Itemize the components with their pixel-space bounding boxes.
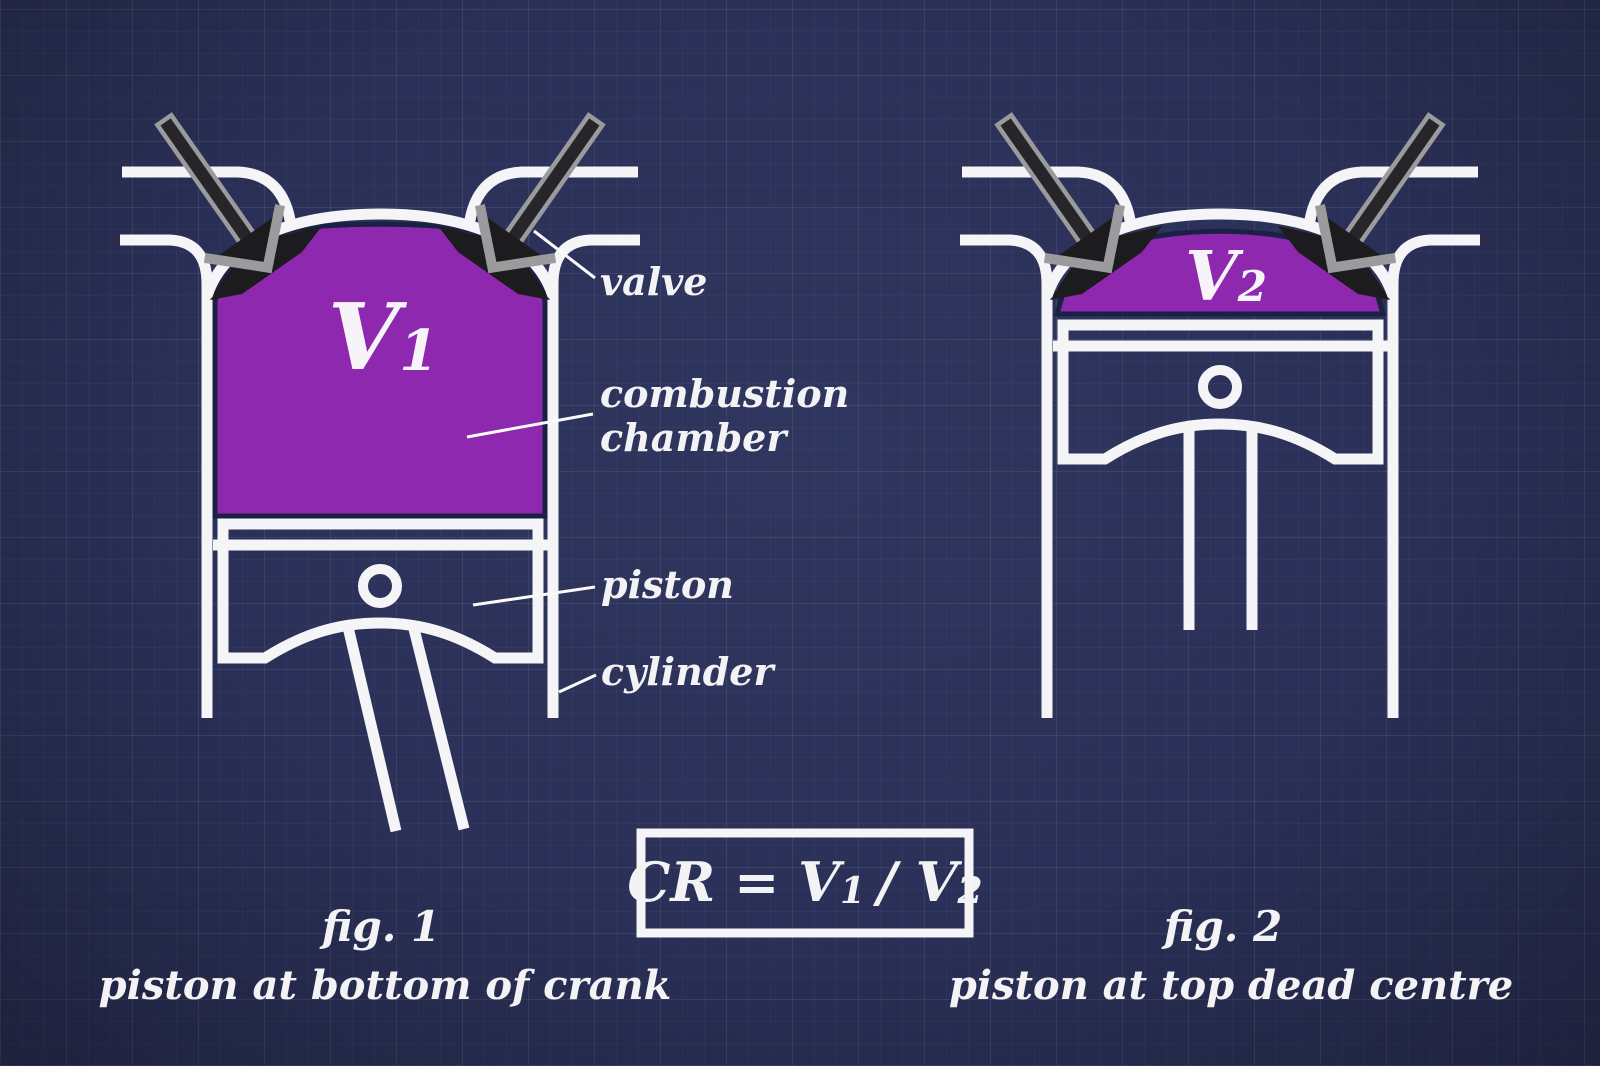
combustion-chamber-label-line1: combustion xyxy=(600,371,849,416)
fig1-diagram: V1 fig. 1 piston at bottom of crank xyxy=(99,94,672,1009)
piston-leader-line xyxy=(472,585,596,607)
fig1-caption-subtitle: piston at bottom of crank xyxy=(99,962,672,1009)
fig1-connecting-rod-right-edge xyxy=(408,627,470,831)
fig1-piston xyxy=(213,524,548,658)
valve-leader-line xyxy=(533,229,596,280)
v2-label: V2 xyxy=(1185,237,1267,317)
cylinder-label: cylinder xyxy=(601,649,776,694)
formula-box: CR = V1/ V2 xyxy=(627,828,983,938)
fig2-piston xyxy=(1053,325,1388,459)
piston-label: piston xyxy=(601,562,734,607)
annotation-layer: valve combustion chamber piston cylinder xyxy=(466,229,849,694)
fig1-caption-title: fig. 1 xyxy=(319,902,440,951)
combustion-chamber-leader-line xyxy=(466,412,594,439)
fig1-connecting-rod-left-edge xyxy=(342,625,402,833)
formula-text: CR = V1/ V2 xyxy=(627,850,982,914)
fig2-caption-subtitle: piston at top dead centre xyxy=(949,962,1513,1009)
v1-label: V1 xyxy=(328,283,438,391)
fig2-diagram: V2 fig. 2 piston at top dead centre xyxy=(949,94,1513,1009)
formula-border xyxy=(636,828,974,938)
fig2-caption-title: fig. 2 xyxy=(1161,902,1282,951)
cylinder-leader-line xyxy=(558,673,597,694)
valve-label: valve xyxy=(600,259,707,304)
combustion-chamber-label-line2: chamber xyxy=(600,415,789,460)
